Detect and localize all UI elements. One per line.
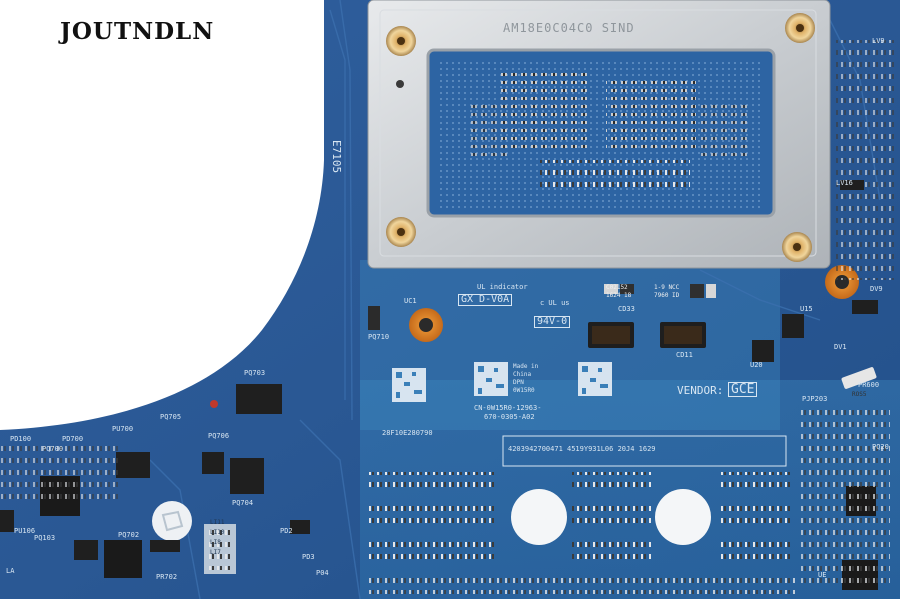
- ref-label: PD700: [62, 435, 84, 443]
- ref-label: PJP203: [802, 395, 828, 403]
- ref-label: PQ710: [368, 333, 390, 341]
- ref-label: U15: [800, 305, 813, 313]
- dpn-value: 0W15R0: [513, 387, 535, 394]
- ref-label: PU106: [14, 527, 36, 535]
- cap-code-3: 1-9 NCC: [654, 284, 680, 291]
- ref-label: U20: [750, 361, 763, 369]
- ref-label: CD11: [676, 351, 693, 359]
- ref-label: PD3: [302, 553, 315, 561]
- ref-label: PQ705: [160, 413, 182, 421]
- ul-indicator-label: UL indicator: [477, 283, 528, 291]
- small-serial: 28F10E280790: [382, 429, 433, 437]
- ref-label: PQ103: [34, 534, 56, 542]
- ref-label: LA: [6, 567, 15, 575]
- cap-code-2: 1624 18: [606, 292, 632, 299]
- vendor-value: GCE: [728, 382, 758, 397]
- country-label: China: [513, 371, 532, 378]
- ref-label: LV16: [836, 179, 853, 187]
- ref-label: PR600: [858, 381, 880, 389]
- ref-label: PQ703: [244, 369, 266, 377]
- ref-label: PD2: [280, 527, 293, 535]
- brand-watermark: JOUTNDLN: [60, 18, 215, 45]
- ref-label: DV1: [834, 343, 847, 351]
- ref-label: CD33: [618, 305, 635, 313]
- ref-label: LI11: [210, 519, 225, 526]
- ref-label: PQ706: [208, 432, 230, 440]
- ref-label: PD100: [10, 435, 32, 443]
- ref-label: DV9: [870, 285, 883, 293]
- shield-marking: AM18E0C04C0 SIND: [503, 21, 635, 35]
- ref-label: LI8: [210, 539, 221, 546]
- ref-label: PR702: [156, 573, 178, 581]
- cn-part-line2: 670-0305-A02: [484, 413, 535, 421]
- flame-rating: 94V-0: [534, 316, 571, 328]
- vendor-label: VENDOR:: [677, 384, 724, 397]
- cert-mark: c UL us: [540, 299, 570, 307]
- ul-code: GX D-V0A: [458, 294, 513, 306]
- ref-label: UE: [818, 571, 827, 579]
- ref-label: PQ700: [42, 445, 64, 453]
- ref-label: P04: [316, 569, 329, 577]
- ref-label: LI10: [210, 529, 225, 536]
- ref-label: UC1: [404, 297, 417, 305]
- ref-label: PQ704: [232, 499, 254, 507]
- board-edge-label: E7105: [330, 140, 343, 174]
- cap-code-4: 7960 ID: [654, 292, 680, 299]
- cn-part-line1: CN-0W15R0-12963-: [474, 404, 542, 412]
- made-in-label: Made in: [513, 363, 539, 370]
- capacitor-label: ROS5: [852, 391, 867, 398]
- dpn-label: DPN: [513, 379, 524, 386]
- ref-label: PQ20: [872, 443, 889, 451]
- ref-label: PU700: [112, 425, 134, 433]
- ref-label: LI7: [210, 549, 221, 556]
- cap-code-1: C02152: [606, 284, 628, 291]
- ref-label: LV9: [872, 37, 885, 45]
- ref-label: PQ702: [118, 531, 140, 539]
- serial-bar-text: 4203942700471 4519Y931L06 20J4 1629: [508, 445, 656, 453]
